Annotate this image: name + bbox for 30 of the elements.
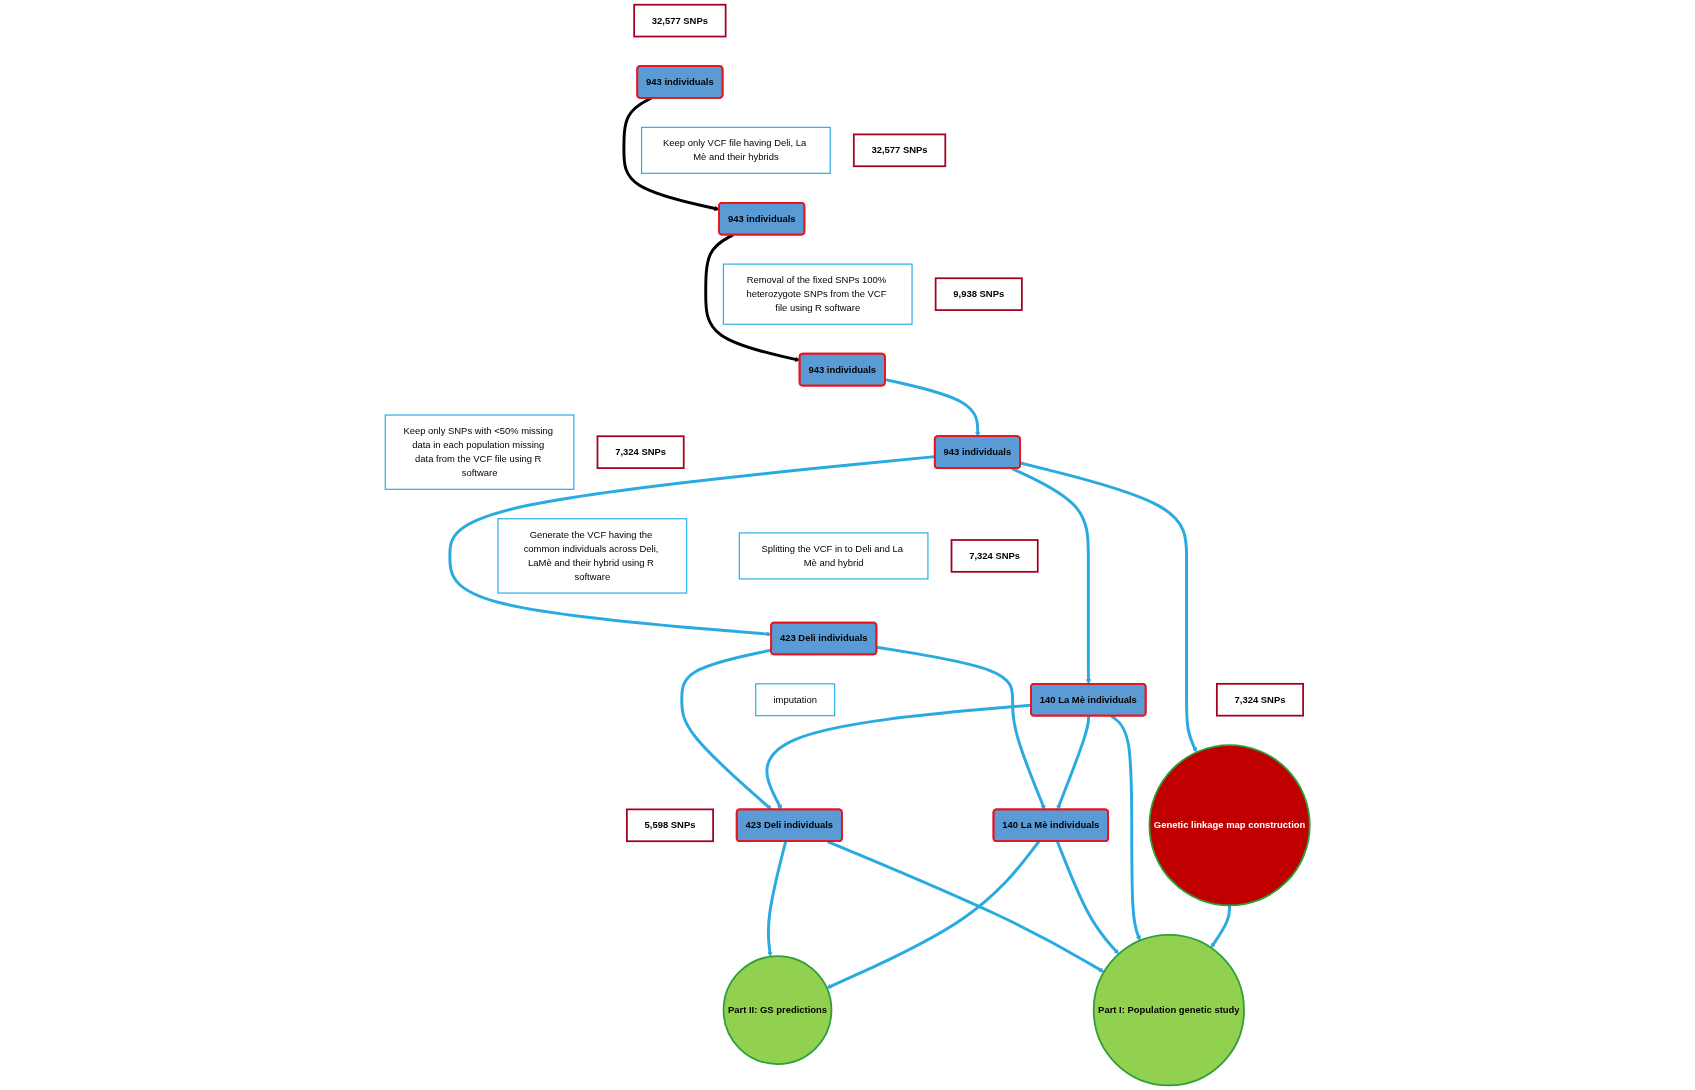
arrow [827, 840, 1105, 973]
node-box: Generate the VCF having the common individuals across Deli, LaMè and their hybrid using R software [497, 518, 688, 594]
arrow [1020, 461, 1197, 753]
arrow [884, 378, 981, 437]
arrow [1110, 714, 1141, 941]
arrow [876, 645, 1046, 810]
arrow [622, 96, 720, 211]
node-box: 32,577 SNPs [633, 3, 727, 38]
node-box: imputation [755, 683, 836, 717]
arrow [1056, 715, 1091, 810]
node-box: 9,938 SNPs [934, 277, 1023, 311]
arrow [766, 841, 788, 957]
node-box: 7,324 SNPs [1215, 682, 1304, 717]
arrow [680, 648, 772, 810]
node-box: 7,324 SNPs [596, 435, 685, 469]
node-box: Keep only SNPs with <50% missing data in each population missing data from the VCF file using R software [384, 414, 575, 490]
arrow [826, 840, 1041, 989]
node-box: Removal of the fixed SNPs 100% heterozygote SNPs from the VCF file using R software [722, 263, 913, 325]
arrow [1056, 840, 1119, 955]
node-box: 32,577 SNPs [852, 133, 947, 168]
node-circle: Part I: Population genetic study [1092, 934, 1245, 1087]
node-box: Keep only VCF file having Deli, La Mè and their hybrids [641, 126, 831, 174]
node-box: 7,324 SNPs [950, 539, 1039, 573]
node-circle: Part II: GS predictions [722, 955, 833, 1065]
arrow [1210, 905, 1232, 949]
arrow [765, 703, 1032, 810]
node-circle: Genetic linkage map construction [1148, 744, 1311, 907]
arrow [1011, 467, 1092, 685]
node-box: Splitting the VCF in to Deli and La Mè and hybrid [738, 532, 929, 580]
node-box: 5,598 SNPs [626, 808, 714, 843]
